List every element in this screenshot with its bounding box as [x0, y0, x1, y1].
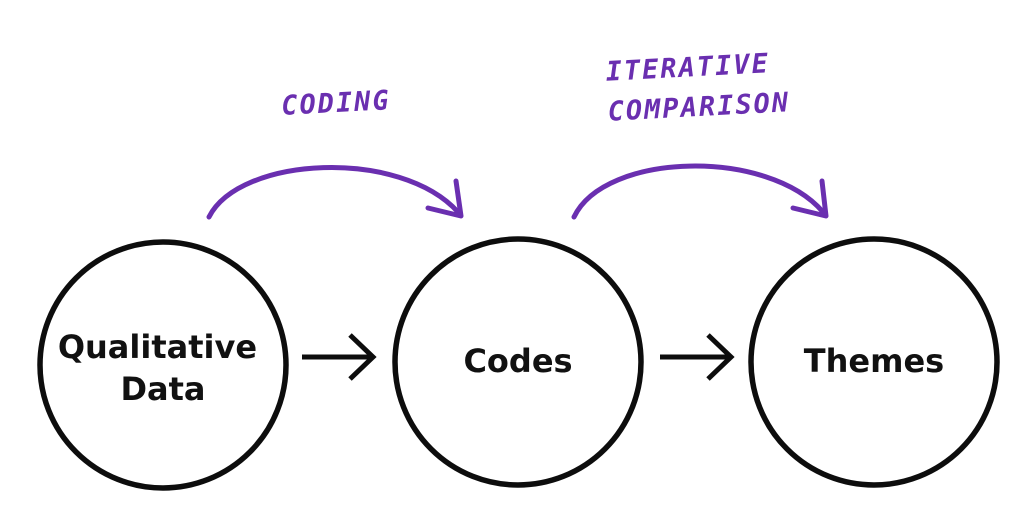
node-label-line-1: Qualitative: [58, 328, 257, 366]
process-label-coding-line: CODING: [280, 85, 391, 122]
node-themes-label-line: Themes: [804, 342, 944, 380]
node-themes-circle: [748, 236, 1000, 488]
curved-arrow-coding: [206, 165, 464, 220]
flow-arrow-1: [302, 333, 377, 381]
process-label-coding: CODING: [280, 85, 391, 122]
node-themes-label: Themes: [804, 342, 944, 380]
node-qualitative-data: Qualitative Data: [37, 239, 289, 491]
curved-arrow-coding-shaft: [206, 165, 461, 220]
process-label-iterative-comparison: ITERATIVE COMPARISON: [605, 47, 791, 127]
flow-arrow-1-head: [348, 333, 377, 381]
node-codes: Codes: [392, 236, 644, 488]
node-codes-circle: [392, 236, 644, 488]
process-label-line-2: COMPARISON: [607, 87, 791, 128]
curved-arrow-iterative-head: [790, 178, 829, 219]
flow-arrow-2-head: [706, 333, 735, 381]
curved-arrow-iterative-shaft: [571, 163, 826, 220]
node-qualitative-data-label: Qualitative Data: [58, 328, 268, 408]
curved-arrow-coding-head: [425, 178, 464, 219]
node-codes-label-line: Codes: [463, 342, 572, 380]
node-qualitative-data-circle: [37, 239, 289, 491]
flow-arrow-2: [660, 333, 735, 381]
process-label-line-1: ITERATIVE: [605, 48, 771, 88]
node-label-line-2: Data: [120, 370, 205, 408]
curved-arrow-iterative-comparison: [571, 163, 829, 220]
node-themes: Themes: [748, 236, 1000, 488]
node-codes-label: Codes: [463, 342, 572, 380]
